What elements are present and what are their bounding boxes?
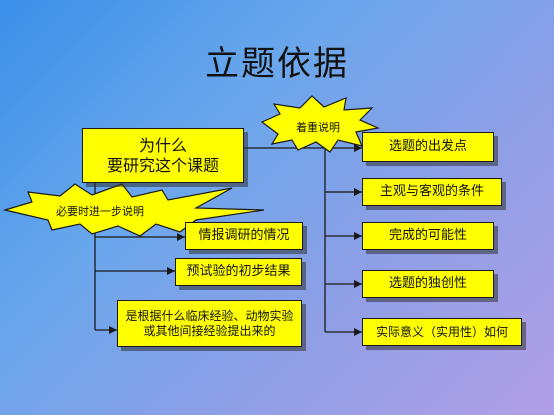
right-item-originality: 选题的独创性 [362, 270, 494, 298]
burst-callout-emphasis-shape [260, 95, 381, 153]
left-item-survey: 情报调研的情况 [185, 222, 303, 250]
central-line-1: 为什么 [138, 135, 187, 155]
right-item-conditions: 主观与客观的条件 [362, 178, 502, 206]
burst-callout-further-shape [2, 183, 265, 237]
right-item-practical-significance: 实际意义（实用性）如何 [362, 318, 522, 346]
central-question-box: 为什么 要研究这个课题 [82, 128, 244, 183]
right-item-starting-point: 选题的出发点 [362, 132, 494, 162]
callout-further-label: 必要时进一步说明 [56, 205, 144, 218]
left-item-pretest: 预试验的初步结果 [175, 258, 302, 286]
page-title: 立题依据 [205, 44, 349, 84]
left-item-basis-line-1: 是根据什么临床经验、动物实验 [125, 308, 294, 323]
left-item-basis: 是根据什么临床经验、动物实验 或其他间接经验提出来的 [117, 300, 302, 347]
callout-emphasis-label: 着重说明 [296, 121, 340, 134]
right-item-feasibility: 完成的可能性 [362, 222, 494, 250]
left-item-basis-line-2: 或其他间接经验提出来的 [143, 323, 276, 338]
central-line-2: 要研究这个课题 [106, 155, 219, 175]
